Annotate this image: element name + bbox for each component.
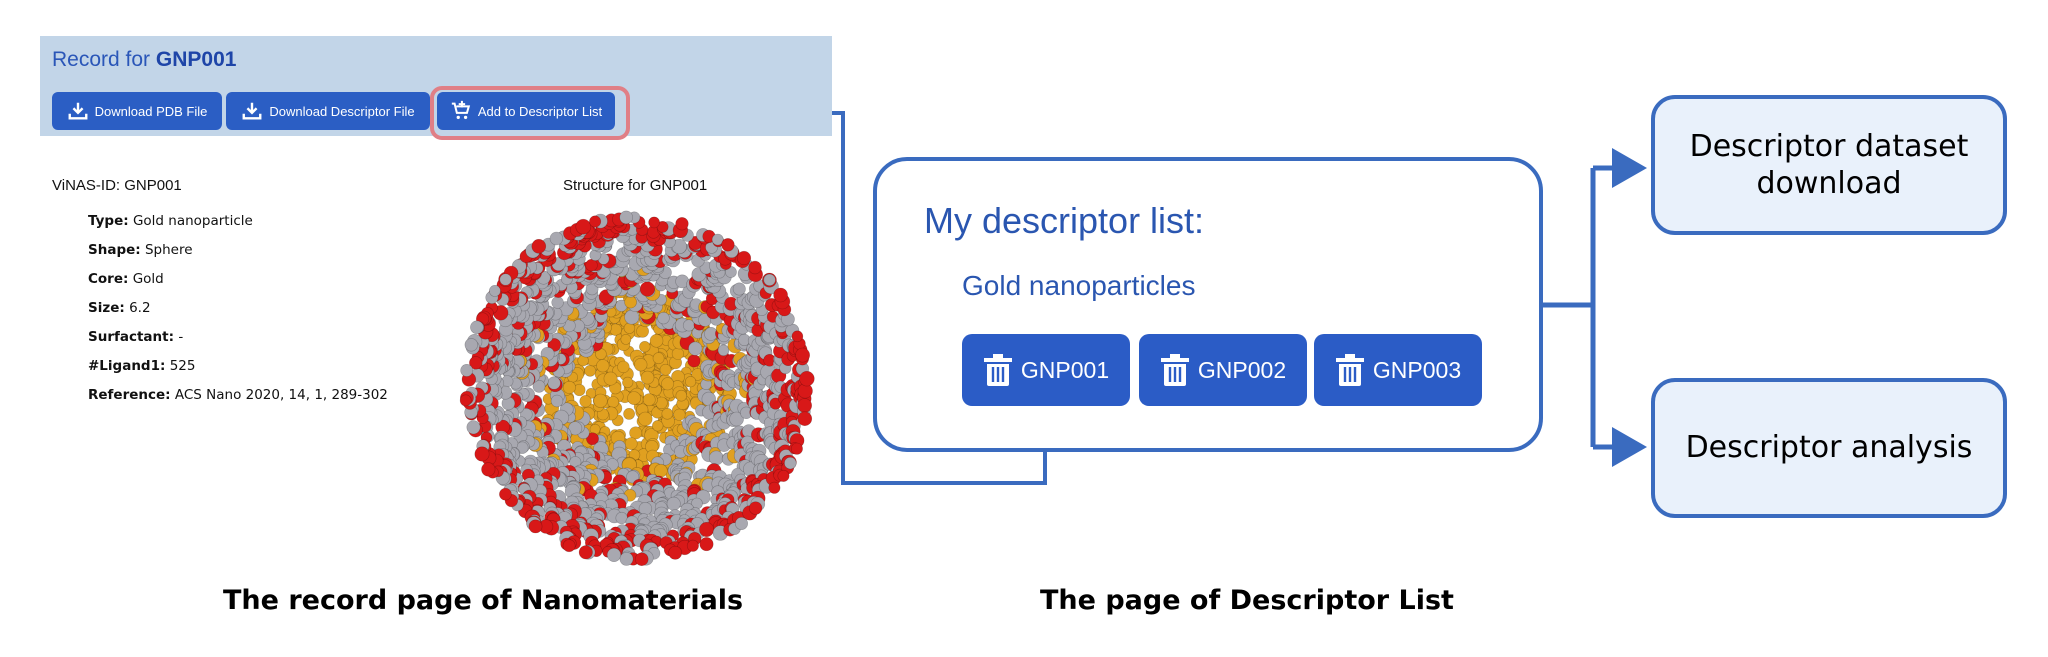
field-core: Core: Gold [88, 271, 164, 287]
download-icon [242, 102, 262, 120]
descriptor-group-title: Gold nanoparticles [962, 270, 1196, 301]
dataset-download-label: Descriptor dataset download [1689, 128, 1969, 202]
download-pdb-label: Download PDB File [94, 103, 208, 119]
add-to-list-label: Add to Descriptor List [477, 103, 603, 119]
gnp-item-label: GNP002 [1197, 356, 1287, 383]
gnp-item-label: GNP001 [1020, 356, 1110, 383]
record-title-prefix: Record for [52, 48, 151, 71]
remove-gnp001-button[interactable]: GNP001 [962, 334, 1130, 406]
field-value: 525 [169, 358, 196, 374]
trash-icon [1335, 354, 1364, 386]
field-label: Size: [88, 300, 125, 316]
field-label: Reference: [88, 387, 171, 403]
field-value: ACS Nano 2020, 14, 1, 289-302 [174, 387, 388, 403]
field-ligand: #Ligand1: 525 [88, 358, 195, 374]
field-type: Type: Gold nanoparticle [88, 213, 253, 229]
record-title-id: GNP001 [155, 48, 237, 71]
add-button-highlight [430, 86, 630, 140]
record-title: Record for GNP001 [52, 48, 236, 72]
download-icon [68, 102, 88, 120]
field-size: Size: 6.2 [88, 300, 151, 316]
analysis-label: Descriptor analysis [1685, 430, 1973, 466]
field-value: - [178, 329, 184, 345]
field-value: Gold nanoparticle [132, 213, 253, 229]
field-value: Gold [132, 271, 164, 287]
remove-gnp002-button[interactable]: GNP002 [1139, 334, 1307, 406]
field-surfactant: Surfactant: - [88, 329, 183, 345]
download-descriptor-button[interactable]: Download Descriptor File [226, 92, 430, 130]
trash-icon [1160, 354, 1189, 386]
structure-title: Structure for GNP001 [563, 177, 708, 194]
field-label: Shape: [88, 242, 141, 258]
download-descriptor-label: Download Descriptor File [269, 103, 415, 119]
field-label: Core: [88, 271, 129, 287]
nanoparticle-structure-image [459, 210, 815, 567]
record-page-caption: The record page of Nanomaterials [223, 585, 744, 616]
field-value: 6.2 [129, 300, 151, 316]
field-label: Surfactant: [88, 329, 175, 345]
download-pdb-button[interactable]: Download PDB File [52, 92, 222, 130]
field-shape: Shape: Sphere [88, 242, 193, 258]
vinas-id: ViNAS-ID: GNP001 [52, 177, 182, 194]
field-label: #Ligand1: [88, 358, 166, 374]
field-label: Type: [88, 213, 129, 229]
trash-icon [983, 354, 1012, 386]
remove-gnp003-button[interactable]: GNP003 [1314, 334, 1482, 406]
cart-add-icon [451, 100, 470, 120]
field-reference: Reference: ACS Nano 2020, 14, 1, 289-302 [88, 387, 388, 403]
add-to-descriptor-list-button[interactable]: Add to Descriptor List [437, 92, 615, 130]
record-header: Record for GNP001 Download PDB File Down… [40, 36, 832, 136]
gnp-item-label: GNP003 [1372, 356, 1462, 383]
descriptor-page-caption: The page of Descriptor List [1040, 585, 1454, 616]
descriptor-analysis-box: Descriptor analysis [1651, 378, 2007, 518]
descriptor-dataset-download-box: Descriptor dataset download [1651, 95, 2007, 235]
field-value: Sphere [144, 242, 193, 258]
descriptor-list-title: My descriptor list: [924, 200, 1205, 241]
